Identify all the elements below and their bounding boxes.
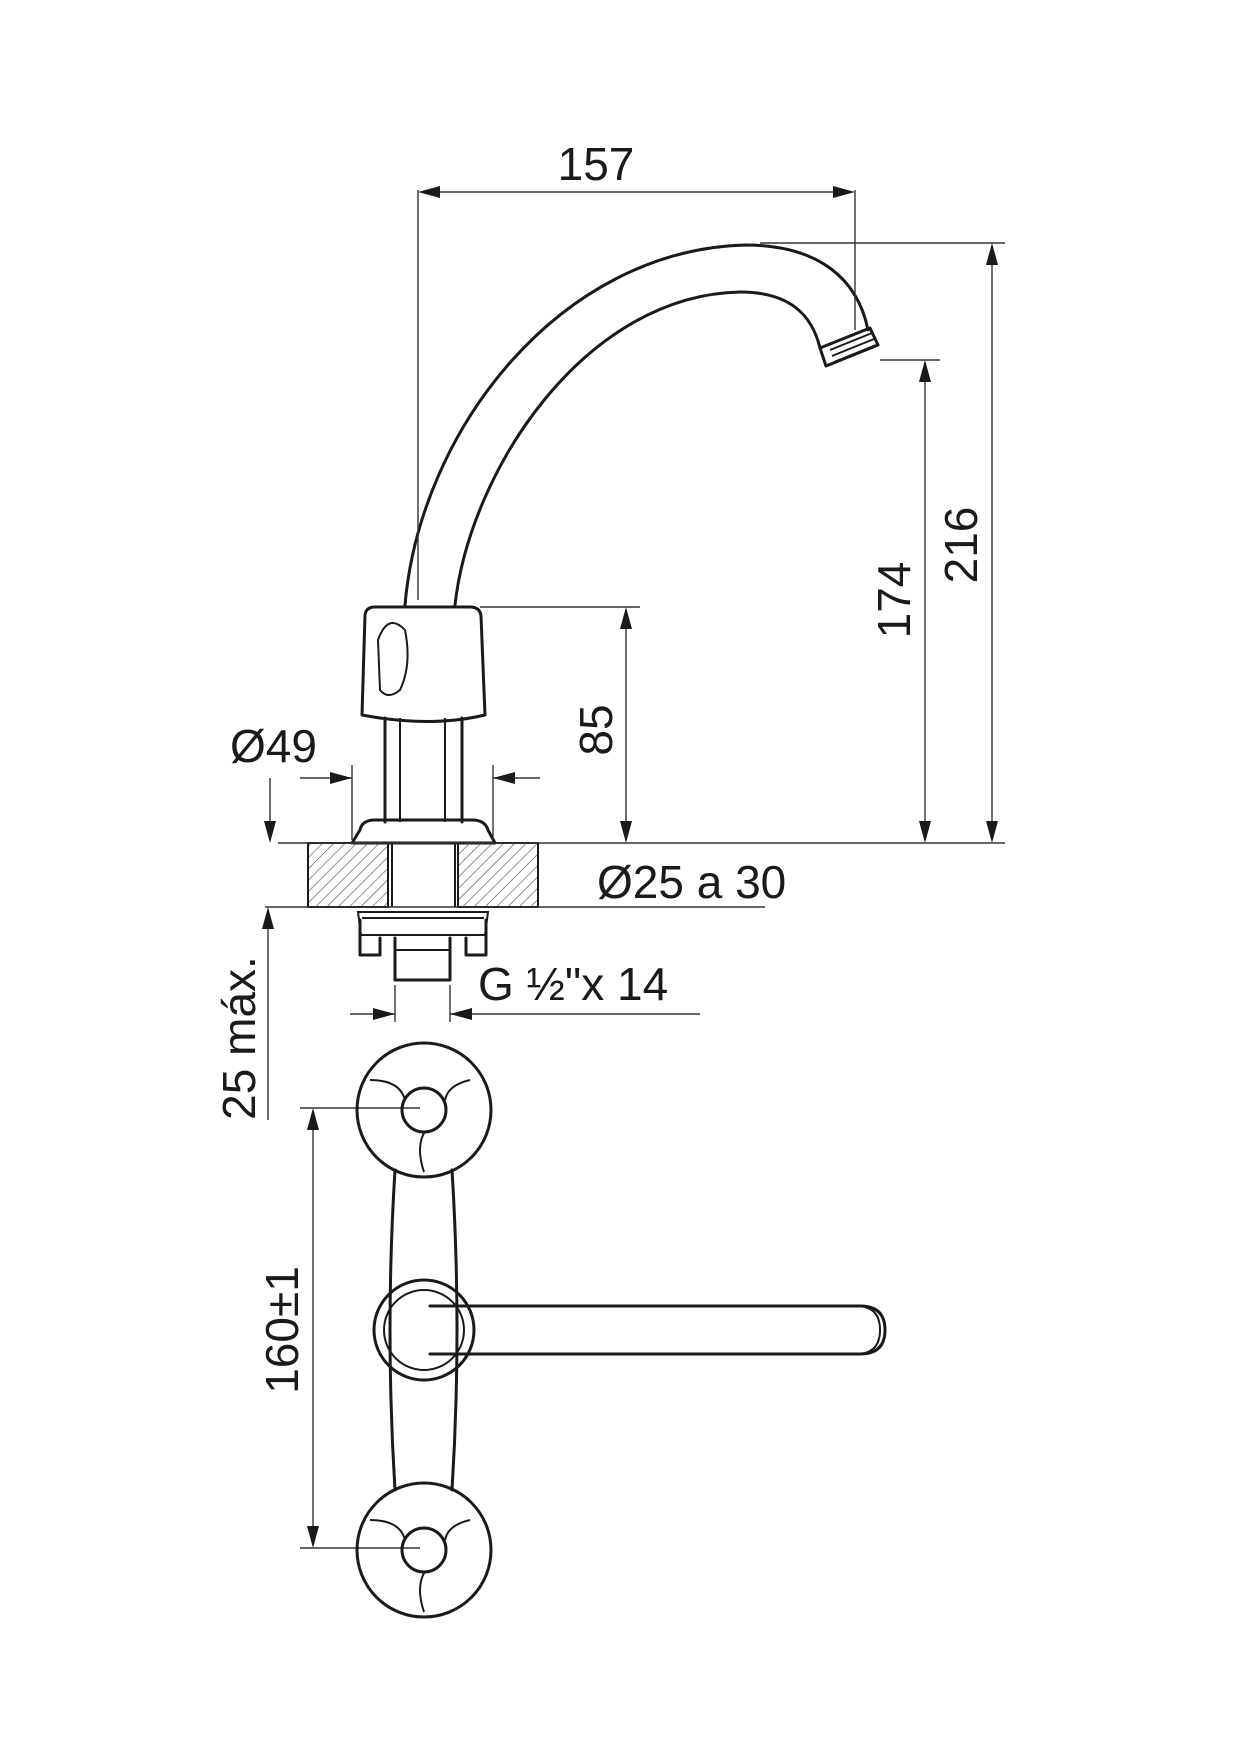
body-bar xyxy=(388,1168,459,1492)
center-distance-label: 160±1 xyxy=(256,1266,308,1394)
base-flange xyxy=(350,818,497,845)
faucet-side-view xyxy=(307,243,880,982)
swivel-cap xyxy=(360,605,487,723)
spout-top xyxy=(372,1278,887,1382)
thread-label: G ½"x 14 xyxy=(478,958,668,1010)
dim-216-label: 216 xyxy=(935,507,987,584)
faucet-top-view xyxy=(355,1041,887,1619)
dim-157-label: 157 xyxy=(558,138,635,190)
aerator xyxy=(818,326,880,368)
dim-85-label: 85 xyxy=(570,704,622,755)
stem xyxy=(383,716,464,824)
bottom-handle xyxy=(355,1481,493,1619)
dimension-lines xyxy=(262,186,1005,1549)
lock-nut xyxy=(356,911,490,982)
spout-inner-curve xyxy=(453,290,822,607)
spout-outer-curve xyxy=(403,243,870,607)
dim-174-label: 174 xyxy=(868,562,920,639)
top-handle xyxy=(355,1041,493,1179)
hole-diameter-label: Ø25 a 30 xyxy=(597,856,786,908)
max-thickness-label: 25 máx. xyxy=(213,956,265,1120)
cap-highlight xyxy=(376,621,409,696)
dim-49-label: Ø49 xyxy=(230,720,317,772)
countertop-section xyxy=(307,842,539,908)
dimension-labels: 157 216 174 85 Ø49 Ø25 a 30 25 máx. G ½"… xyxy=(213,138,987,1394)
